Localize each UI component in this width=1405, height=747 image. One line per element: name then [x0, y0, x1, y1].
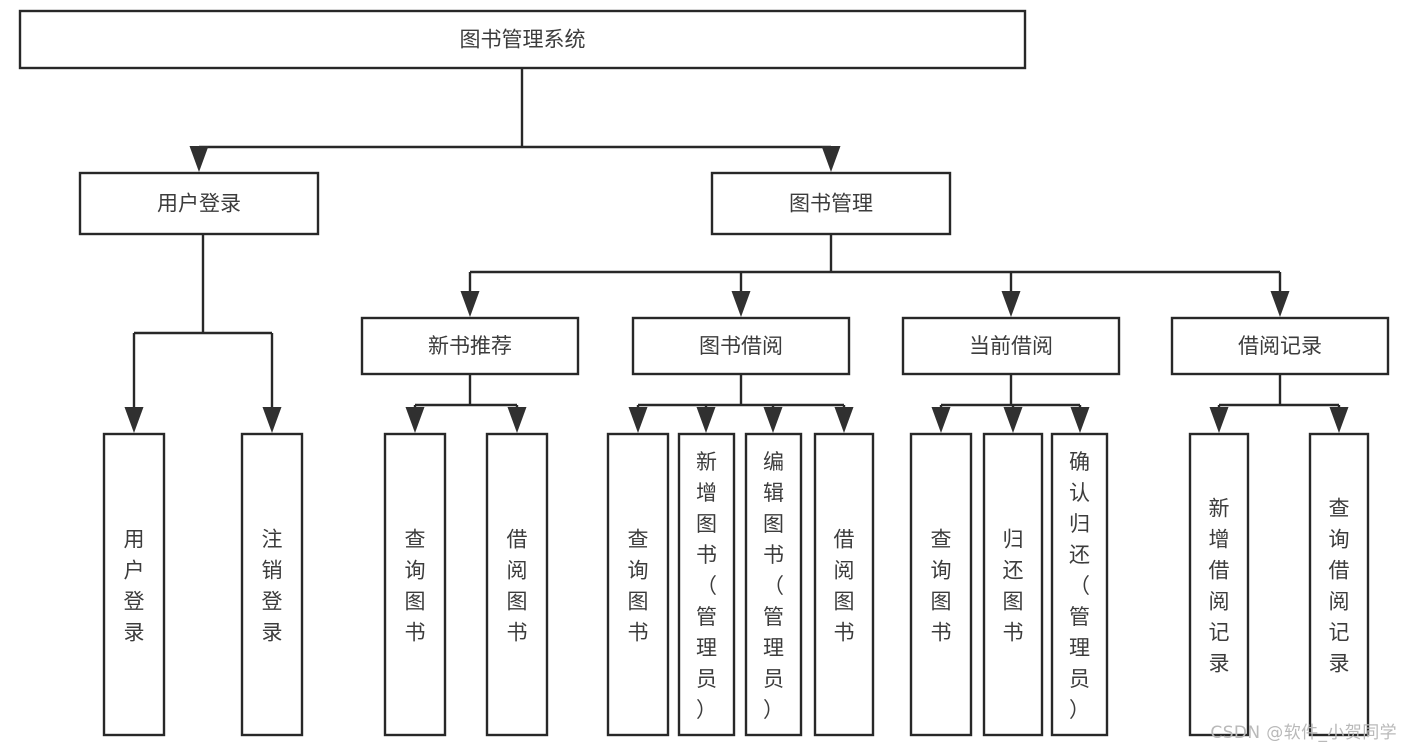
connector-root-bus — [189, 68, 841, 172]
leaf-node-归还图书[interactable]: 归还图书 — [982, 432, 1044, 737]
node-box — [18, 9, 1027, 70]
node-label: 图书管理 — [789, 192, 873, 216]
leaf-node-编辑图书管理员[interactable]: 编辑图书（管理员） — [744, 432, 803, 737]
leaf-node-查询图书[interactable]: 查询图书 — [909, 432, 973, 737]
node-box — [360, 316, 580, 376]
node-label: 新书推荐 — [428, 334, 512, 358]
connector-layer — [124, 68, 1349, 433]
connector-user-login-bus — [124, 234, 282, 433]
node-label: 编辑图书（管理员） — [763, 450, 784, 722]
node-label: 确认归还（管理员） — [1069, 450, 1090, 722]
node-label: 当前借阅 — [969, 334, 1053, 358]
node-label: 归还图书 — [1003, 528, 1024, 645]
node-box — [631, 316, 851, 376]
leaf-node-查询图书[interactable]: 查询图书 — [383, 432, 447, 737]
node-label: 借阅图书 — [834, 528, 855, 645]
node-box — [909, 432, 973, 737]
node-label: 新增图书（管理员） — [696, 450, 717, 722]
node-label: 借阅记录 — [1238, 334, 1322, 358]
node-box — [102, 432, 166, 737]
leaf-node-用户登录[interactable]: 用户登录 — [102, 432, 166, 737]
node-label: 新增借阅记录 — [1209, 497, 1230, 676]
leaf-node-新增图书管理员[interactable]: 新增图书（管理员） — [677, 432, 736, 737]
node-label: 查询借阅记录 — [1329, 497, 1350, 676]
node-box — [383, 432, 447, 737]
node-box — [606, 432, 670, 737]
level2-node-图书管理[interactable]: 图书管理 — [710, 171, 952, 236]
root-node-图书管理系统[interactable]: 图书管理系统 — [18, 9, 1027, 70]
leaf-node-查询借阅记录[interactable]: 查询借阅记录 — [1308, 432, 1370, 737]
connector-borrow-record-bus — [1209, 374, 1349, 433]
level3-node-图书借阅[interactable]: 图书借阅 — [631, 316, 851, 376]
connector-current-borrow-bus — [931, 374, 1090, 433]
node-box — [813, 432, 875, 737]
node-label: 查询图书 — [628, 528, 649, 645]
csdn-watermark: CSDN @软件_小贺同学 — [1210, 723, 1397, 743]
node-box — [982, 432, 1044, 737]
connector-borrow-book-bus — [628, 374, 854, 433]
node-box — [1050, 432, 1109, 737]
leaf-node-查询图书[interactable]: 查询图书 — [606, 432, 670, 737]
node-layer: 图书管理系统用户登录图书管理新书推荐图书借阅当前借阅借阅记录用户登录注销登录查询… — [18, 9, 1390, 737]
node-label: 查询图书 — [931, 528, 952, 645]
connector-new-book-bus — [405, 374, 527, 433]
leaf-node-确认归还管理员[interactable]: 确认归还（管理员） — [1050, 432, 1109, 737]
node-label: 查询图书 — [405, 528, 426, 645]
node-box — [710, 171, 952, 236]
node-box — [744, 432, 803, 737]
node-box — [901, 316, 1121, 376]
node-box — [78, 171, 320, 236]
level3-node-新书推荐[interactable]: 新书推荐 — [360, 316, 580, 376]
node-label: 用户登录 — [124, 528, 145, 645]
node-label: 图书管理系统 — [460, 28, 586, 52]
node-label: 用户登录 — [157, 192, 241, 216]
node-box — [485, 432, 549, 737]
node-box — [677, 432, 736, 737]
leaf-node-注销登录[interactable]: 注销登录 — [240, 432, 304, 737]
level3-node-当前借阅[interactable]: 当前借阅 — [901, 316, 1121, 376]
node-box — [1188, 432, 1250, 737]
node-box — [1170, 316, 1390, 376]
node-box — [1308, 432, 1370, 737]
node-label: 注销登录 — [262, 528, 283, 645]
leaf-node-新增借阅记录[interactable]: 新增借阅记录 — [1188, 432, 1250, 737]
node-label: 借阅图书 — [507, 528, 528, 645]
leaf-node-借阅图书[interactable]: 借阅图书 — [813, 432, 875, 737]
node-box — [240, 432, 304, 737]
leaf-node-借阅图书[interactable]: 借阅图书 — [485, 432, 549, 737]
node-label: 图书借阅 — [699, 334, 783, 358]
connector-book-manage-bus — [460, 234, 1290, 317]
level3-node-借阅记录[interactable]: 借阅记录 — [1170, 316, 1390, 376]
level2-node-用户登录[interactable]: 用户登录 — [78, 171, 320, 236]
